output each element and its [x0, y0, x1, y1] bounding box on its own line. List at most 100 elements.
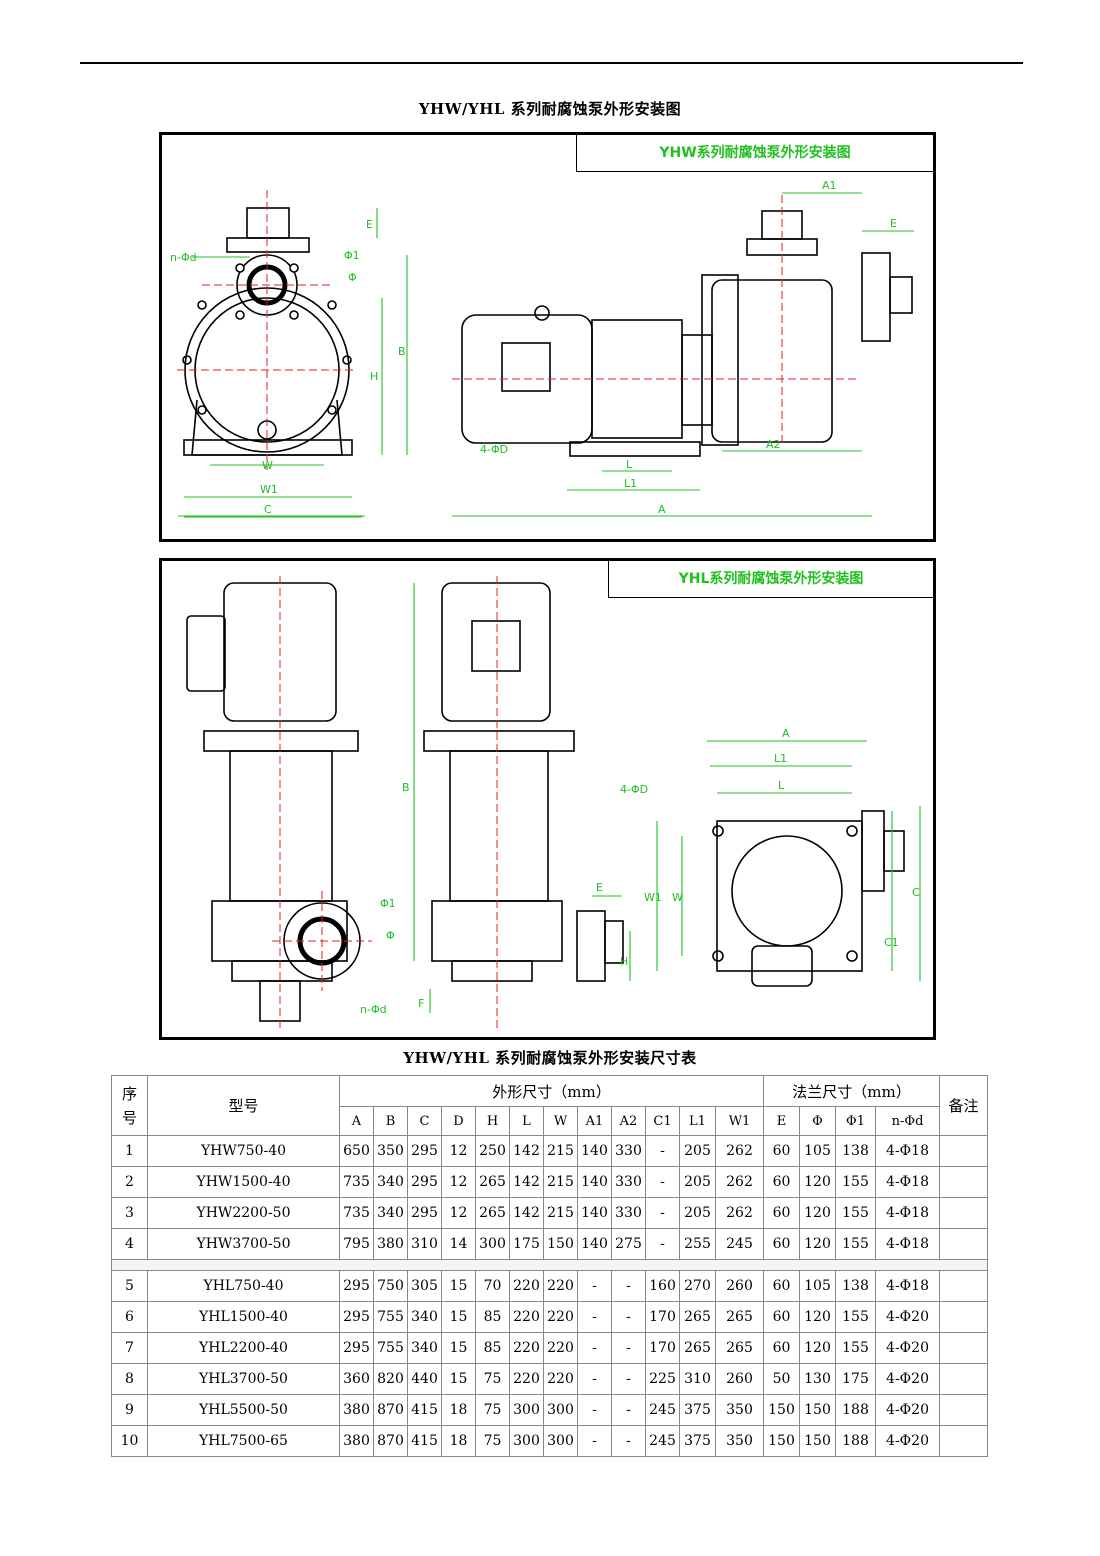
- cell-value: 245: [645, 1425, 680, 1457]
- dim-4-phi-d: 4-ΦD: [480, 443, 508, 456]
- cell-value: 350: [714, 1394, 765, 1426]
- dim-b: B: [398, 345, 406, 358]
- cell-value: 375: [679, 1394, 716, 1426]
- cell-value: -: [611, 1425, 646, 1457]
- cell-value: -: [577, 1301, 612, 1333]
- cell-value: 120: [799, 1166, 837, 1198]
- cell-value: -: [611, 1394, 646, 1426]
- col-header-c1: C1: [645, 1106, 680, 1136]
- cell-value: 330: [611, 1166, 646, 1198]
- cell-value: 12: [441, 1197, 476, 1229]
- cell-model: YHW3700-50: [147, 1228, 340, 1260]
- cell-value: 60: [763, 1166, 801, 1198]
- cell-seq: 9: [111, 1394, 148, 1426]
- cell-seq: 4: [111, 1228, 148, 1260]
- dim-e-side: E: [890, 217, 897, 230]
- cell-remark: [939, 1135, 989, 1167]
- col-header-l: L: [509, 1106, 544, 1136]
- dim-w: W: [262, 459, 273, 472]
- dim-e: E: [596, 881, 603, 894]
- dim-a1: A1: [822, 179, 837, 192]
- cell-value: 305: [407, 1270, 442, 1302]
- cell-remark: [939, 1394, 989, 1426]
- cell-remark: [939, 1166, 989, 1198]
- cell-value: 175: [835, 1363, 877, 1395]
- dim-w1: W1: [644, 891, 662, 904]
- cell-value: 4-Φ18: [875, 1270, 941, 1302]
- cell-value: 60: [763, 1301, 801, 1333]
- cell-value: 245: [714, 1228, 765, 1260]
- cell-value: 300: [509, 1394, 544, 1426]
- cell-value: 415: [407, 1425, 442, 1457]
- cell-value: 15: [441, 1363, 476, 1395]
- cell-value: 215: [543, 1135, 578, 1167]
- cell-remark: [939, 1332, 989, 1364]
- col-header-l1: L1: [679, 1106, 716, 1136]
- dim-w1: W1: [260, 483, 278, 496]
- cell-value: 650: [339, 1135, 374, 1167]
- cell-value: 295: [339, 1332, 374, 1364]
- yhl-drawing: Φ1 Φ n-Φd B E H F A L1 L 4-ΦD W1 W C C1: [186, 576, 921, 1031]
- cell-value: -: [577, 1425, 612, 1457]
- cell-value: 150: [799, 1394, 837, 1426]
- cell-value: 295: [407, 1197, 442, 1229]
- cell-value: 275: [611, 1228, 646, 1260]
- dim-a: A: [658, 503, 666, 516]
- cell-value: 4-Φ18: [875, 1197, 941, 1229]
- cell-value: 295: [407, 1135, 442, 1167]
- dim-c: C: [264, 503, 272, 516]
- cell-value: 220: [509, 1363, 544, 1395]
- cell-value: 12: [441, 1166, 476, 1198]
- cell-seq: 2: [111, 1166, 148, 1198]
- col-header-flange-2: Φ1: [835, 1106, 877, 1136]
- col-header-c: C: [407, 1106, 442, 1136]
- cell-value: 138: [835, 1270, 877, 1302]
- dim-h: H: [620, 955, 628, 968]
- col-header-w1: W1: [714, 1106, 765, 1136]
- cell-value: 60: [763, 1270, 801, 1302]
- cell-value: 300: [475, 1228, 510, 1260]
- cell-value: 140: [577, 1166, 612, 1198]
- cell-value: 105: [799, 1270, 837, 1302]
- cell-value: 350: [714, 1425, 765, 1457]
- cell-value: 735: [339, 1197, 374, 1229]
- cell-value: 265: [475, 1166, 510, 1198]
- cell-remark: [939, 1301, 989, 1333]
- cell-value: 155: [835, 1228, 877, 1260]
- dim-a: A: [782, 727, 790, 740]
- separator-cell: [110, 1259, 989, 1271]
- cell-value: 4-Φ20: [875, 1394, 941, 1426]
- dim-w: W: [672, 891, 683, 904]
- cell-value: 60: [763, 1197, 801, 1229]
- cell-value: 140: [577, 1197, 612, 1229]
- cell-value: 415: [407, 1394, 442, 1426]
- cell-value: 262: [714, 1197, 765, 1229]
- cell-value: 735: [339, 1166, 374, 1198]
- cell-value: 350: [373, 1135, 408, 1167]
- cell-value: -: [611, 1363, 646, 1395]
- col-header-a: A: [339, 1106, 374, 1136]
- cell-value: 70: [475, 1270, 510, 1302]
- cell-value: 250: [475, 1135, 510, 1167]
- cell-value: 265: [714, 1332, 765, 1364]
- col-header-flange-3: n-Φd: [875, 1106, 941, 1136]
- cell-value: 155: [835, 1301, 877, 1333]
- cell-value: 175: [509, 1228, 544, 1260]
- cell-seq: 1: [111, 1135, 148, 1167]
- cell-value: 295: [339, 1270, 374, 1302]
- cell-model: YHL5500-50: [147, 1394, 340, 1426]
- cell-value: 755: [373, 1301, 408, 1333]
- cell-value: 142: [509, 1166, 544, 1198]
- dim-phi1: Φ1: [380, 897, 396, 910]
- cell-model: YHL2200-40: [147, 1332, 340, 1364]
- cell-value: -: [645, 1197, 680, 1229]
- cell-value: 205: [679, 1166, 716, 1198]
- cell-value: 4-Φ20: [875, 1301, 941, 1333]
- cell-model: YHW1500-40: [147, 1166, 340, 1198]
- dim-phi1: Φ1: [344, 249, 360, 262]
